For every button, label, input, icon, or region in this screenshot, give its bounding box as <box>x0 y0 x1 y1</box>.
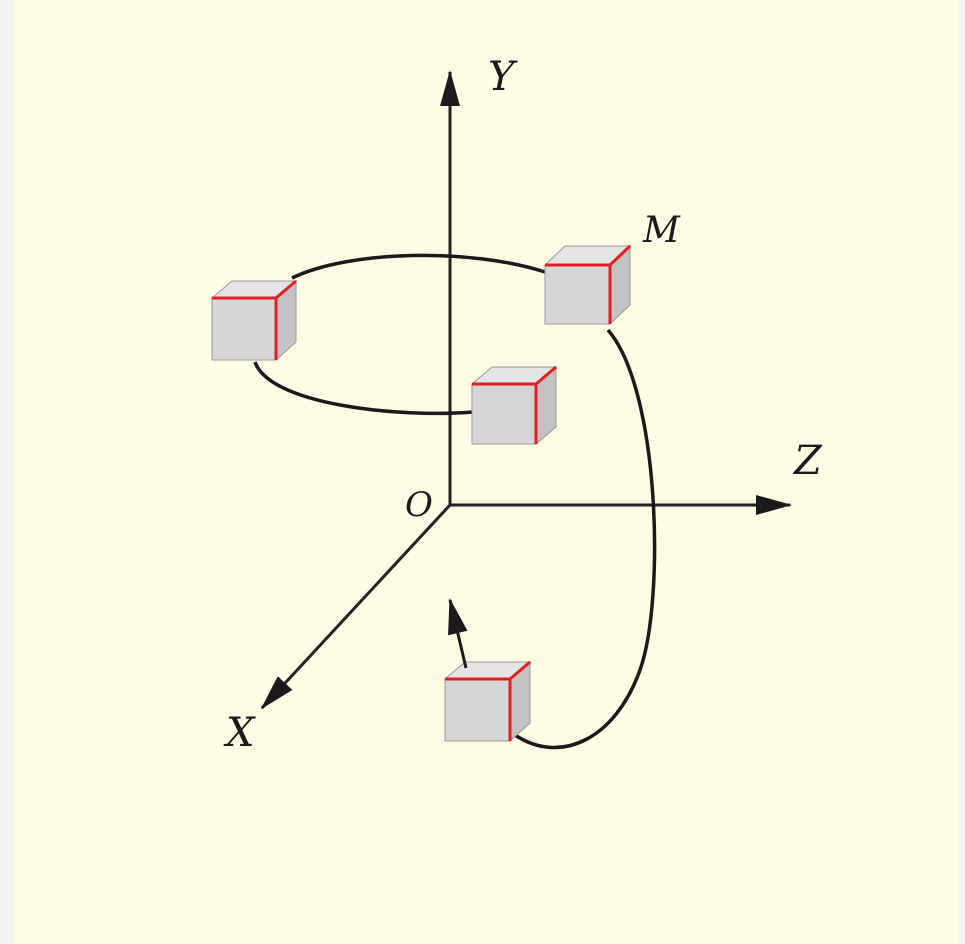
y-axis-label: Y <box>488 54 518 100</box>
diagram-panel <box>14 0 959 944</box>
origin-label: O <box>405 485 433 525</box>
x-axis-label: X <box>223 710 256 756</box>
cube-bottom <box>443 660 532 743</box>
trajectory-descending-arc <box>514 328 657 750</box>
cube-center <box>470 365 558 446</box>
z-axis-label: Z <box>792 438 823 484</box>
trajectory-lower-arc <box>253 361 474 416</box>
cube-left <box>210 279 298 362</box>
x-axis <box>260 503 452 710</box>
mass-label: M <box>642 210 681 251</box>
trajectory-upper-arc <box>291 253 546 280</box>
velocity-arrow <box>448 598 468 669</box>
cube-m <box>543 244 632 326</box>
